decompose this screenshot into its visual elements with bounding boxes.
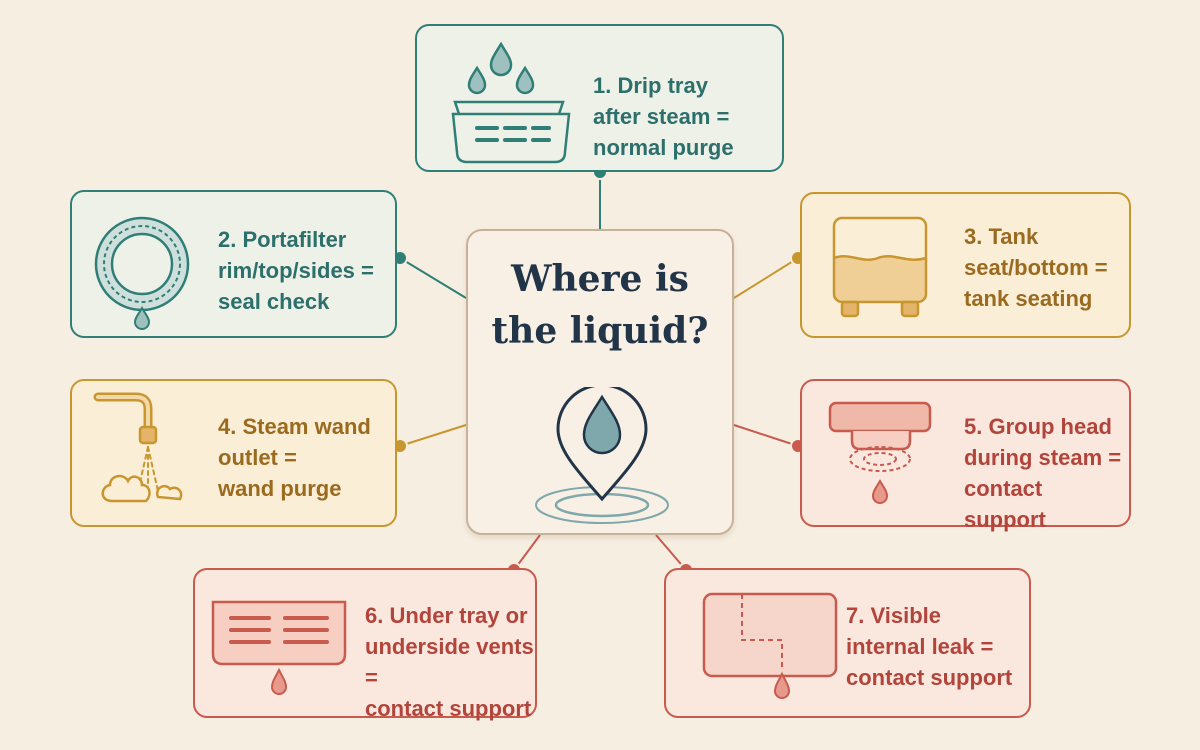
group-head-icon bbox=[828, 401, 932, 504]
item-card-2: 2. Portafilter rim/top/sides = seal chec… bbox=[70, 190, 397, 338]
connector-3 bbox=[733, 257, 799, 299]
item-label-3: 3. Tank seat/bottom = tank seating bbox=[964, 224, 1108, 311]
location-drop-icon bbox=[535, 387, 669, 524]
item-label-7: 7. Visible internal leak = contact suppo… bbox=[846, 603, 1013, 690]
item-card-7: 7. Visible internal leak = contact suppo… bbox=[664, 568, 1031, 718]
portafilter-icon bbox=[94, 216, 190, 330]
item-label-1: 1. Drip tray after steam = normal purge bbox=[593, 73, 734, 160]
drip-tray-icon bbox=[451, 41, 571, 164]
item-label-2: 2. Portafilter rim/top/sides = seal chec… bbox=[218, 227, 374, 314]
steam-wand-icon bbox=[93, 392, 183, 503]
item-card-1: 1. Drip tray after steam = normal purge bbox=[415, 24, 784, 172]
item-label-5: 5. Group head during steam = contact sup… bbox=[964, 414, 1122, 532]
item-card-4: 4. Steam wand outlet = wand purge bbox=[70, 379, 397, 527]
tank-icon bbox=[832, 216, 928, 318]
item-label-4: 4. Steam wand outlet = wand purge bbox=[218, 414, 371, 501]
connector-5 bbox=[733, 424, 799, 447]
vent-tray-icon bbox=[211, 600, 347, 695]
internal-leak-icon bbox=[702, 592, 838, 699]
item-card-5: 5. Group head during steam = contact sup… bbox=[800, 379, 1131, 532]
center-hub: Where is the liquid? bbox=[466, 229, 734, 535]
center-title: Where is the liquid? bbox=[491, 258, 709, 352]
item-label-6: 6. Under tray or underside vents = conta… bbox=[365, 603, 534, 721]
connector-4 bbox=[399, 424, 467, 447]
item-card-6: 6. Under tray or underside vents = conta… bbox=[193, 568, 537, 721]
connector-2 bbox=[399, 257, 467, 299]
item-card-3: 3. Tank seat/bottom = tank seating bbox=[800, 192, 1131, 338]
